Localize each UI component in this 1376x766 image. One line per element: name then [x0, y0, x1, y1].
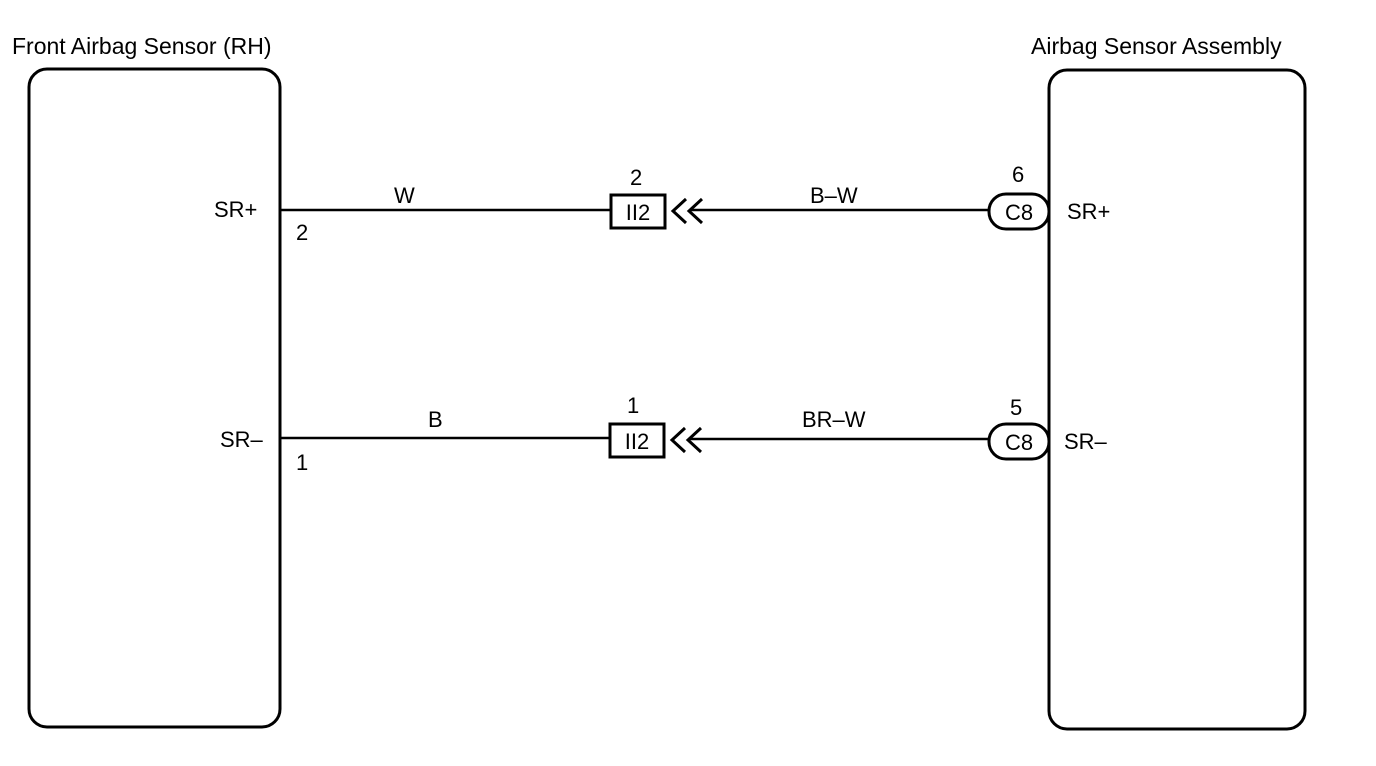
right-pin-number: 6	[1012, 162, 1024, 187]
right-pin-number: 5	[1010, 395, 1022, 420]
right-connector-label: C8	[1005, 200, 1033, 225]
male-connector-icon	[669, 426, 703, 454]
left-pin-number: 1	[296, 450, 308, 475]
right-connector-pill	[987, 192, 1051, 231]
junction-pin-number: 2	[630, 165, 642, 190]
left-terminal-label: SR–	[220, 427, 264, 452]
circuit-sr-plus: SR+ 2 W 2 II2 B–W 6 C8 SR+	[214, 162, 1110, 245]
left-terminal-label: SR+	[214, 197, 257, 222]
left-component-title: Front Airbag Sensor (RH)	[12, 33, 271, 59]
front-airbag-sensor-box	[27, 67, 282, 729]
right-connector-label: C8	[1005, 430, 1033, 455]
junction-connector-label: II2	[626, 200, 650, 225]
right-terminal-label: SR+	[1067, 199, 1110, 224]
junction-pin-number: 1	[627, 393, 639, 418]
right-terminal-label: SR–	[1064, 429, 1108, 454]
junction-connector-box	[608, 422, 666, 459]
junction-connector-label: II2	[625, 429, 649, 454]
left-pin-number: 2	[296, 220, 308, 245]
right-component-title: Airbag Sensor Assembly	[1031, 33, 1282, 59]
wire-right-color: B–W	[810, 183, 858, 208]
right-connector-pill	[987, 422, 1051, 461]
airbag-sensor-assembly-box	[1047, 68, 1307, 731]
male-connector-icon	[670, 197, 704, 225]
wire-left-color: W	[394, 183, 415, 208]
circuit-sr-minus: SR– 1 B 1 II2 BR–W 5 C8 SR–	[220, 393, 1108, 475]
junction-connector-box	[609, 193, 667, 230]
wire-left-color: B	[428, 407, 443, 432]
wire-right-color: BR–W	[802, 407, 866, 432]
